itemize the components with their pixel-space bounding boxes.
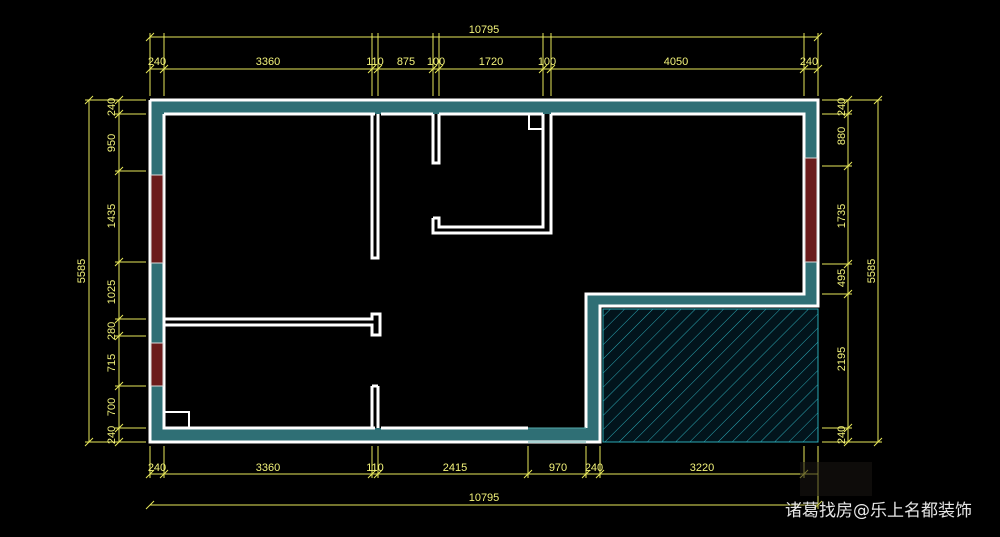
window-left-upper (150, 174, 164, 264)
right-tick (843, 437, 853, 447)
top-tick (813, 64, 823, 74)
watermark: 诸葛找房@乐上名都装饰 (785, 501, 972, 521)
windows (150, 157, 818, 387)
bottom-dim-4: 2415 (443, 462, 467, 474)
left-tick (114, 166, 124, 176)
top-tick (428, 64, 438, 74)
left-tick (114, 437, 124, 447)
walls (148, 98, 820, 444)
right-dim-2: 880 (836, 127, 848, 145)
left-dim-4: 1025 (106, 280, 118, 304)
right-dim-6: 240 (836, 426, 848, 444)
bottom-total-dim: 10795 (469, 492, 500, 504)
balcony-hatch (603, 309, 818, 442)
bottom-tick (373, 469, 383, 479)
inner-wall-outline (162, 112, 806, 430)
right-dimensions: 5585 240 880 1735 495 2195 240 (822, 95, 883, 447)
top-dim-8: 4050 (664, 56, 688, 68)
left-tick (114, 381, 124, 391)
top-total-tick (145, 32, 155, 42)
top-tick (373, 64, 383, 74)
left-dim-6: 715 (106, 354, 118, 372)
left-dim-1: 240 (106, 98, 118, 116)
outer-wall-outline-left (148, 100, 528, 444)
bottom-tick (581, 469, 591, 479)
blur-artifact (800, 462, 872, 496)
left-dim-8: 240 (106, 426, 118, 444)
bottom-dim-3: 110 (366, 462, 384, 474)
top-dimensions: 10795 240 3360 110 875 100 1720 100 4050… (145, 24, 823, 96)
top-total-tick (813, 32, 823, 42)
top-tick (159, 64, 169, 74)
left-tick (114, 95, 124, 105)
outer-wall-outline (150, 98, 820, 444)
bottom-dim-6: 240 (585, 462, 603, 474)
left-tick (114, 423, 124, 433)
top-dim-5: 100 (427, 56, 445, 68)
balcony-outline (602, 308, 819, 443)
window-left-lower (150, 342, 164, 387)
left-dim-5: 280 (106, 322, 118, 340)
bottom-dim-2: 3360 (256, 462, 280, 474)
window-right (804, 157, 818, 263)
top-dim-1: 240 (148, 56, 166, 68)
bottom-dim-1: 240 (148, 462, 166, 474)
bottom-tick (159, 469, 169, 479)
top-dim-9: 240 (800, 56, 818, 68)
top-tick (367, 64, 377, 74)
left-dim-7: 700 (106, 398, 118, 416)
bottom-tick (595, 469, 605, 479)
right-tick (843, 259, 853, 269)
bottom-total-tick (813, 500, 823, 510)
left-total-dim: 5585 (76, 259, 88, 283)
right-dim-5: 2195 (836, 347, 848, 371)
top-dim-4: 875 (397, 56, 415, 68)
right-tick (843, 289, 853, 299)
partition-left-horizontal (164, 312, 382, 337)
top-tick (546, 64, 556, 74)
right-tick (843, 161, 853, 171)
right-dim-1: 240 (836, 98, 848, 116)
left-dim-3: 1435 (106, 204, 118, 228)
bottom-dim-7: 3220 (690, 462, 714, 474)
right-tick (843, 423, 853, 433)
top-dim-6: 1720 (479, 56, 503, 68)
right-total-dim: 5585 (866, 259, 878, 283)
top-tick (145, 64, 155, 74)
right-tick (843, 109, 853, 119)
bottom-total-tick (145, 500, 155, 510)
left-dim-2: 950 (106, 134, 118, 152)
top-dim-3: 110 (366, 56, 384, 68)
right-tick (843, 95, 853, 105)
left-tick (114, 257, 124, 267)
balcony-area (602, 308, 819, 443)
partition-left-vertical-lower (370, 384, 380, 428)
top-total-dim: 10795 (469, 24, 500, 36)
right-dim-3: 1735 (836, 204, 848, 228)
left-dimensions: 5585 240 950 1435 1025 280 715 700 240 (76, 95, 146, 447)
top-tick (799, 64, 809, 74)
left-tick (114, 109, 124, 119)
top-dim-7: 100 (538, 56, 556, 68)
bottom-tick (523, 469, 533, 479)
partition-left-vertical (370, 114, 380, 260)
bottom-tick (145, 469, 155, 479)
right-dim-4: 495 (836, 269, 848, 287)
bathroom-wall-bottom (431, 114, 553, 235)
bottom-dimensions: 240 3360 110 2415 970 240 3220 10795 (145, 446, 823, 510)
top-dim-2: 3360 (256, 56, 280, 68)
left-tick (114, 331, 124, 341)
left-tick (114, 314, 124, 324)
top-tick (434, 64, 444, 74)
bottom-dim-5: 970 (549, 462, 567, 474)
bottom-tick (367, 469, 377, 479)
corner-square (164, 411, 190, 428)
duct-square (528, 114, 543, 130)
bathroom-wall-left (431, 114, 441, 165)
top-tick (538, 64, 548, 74)
